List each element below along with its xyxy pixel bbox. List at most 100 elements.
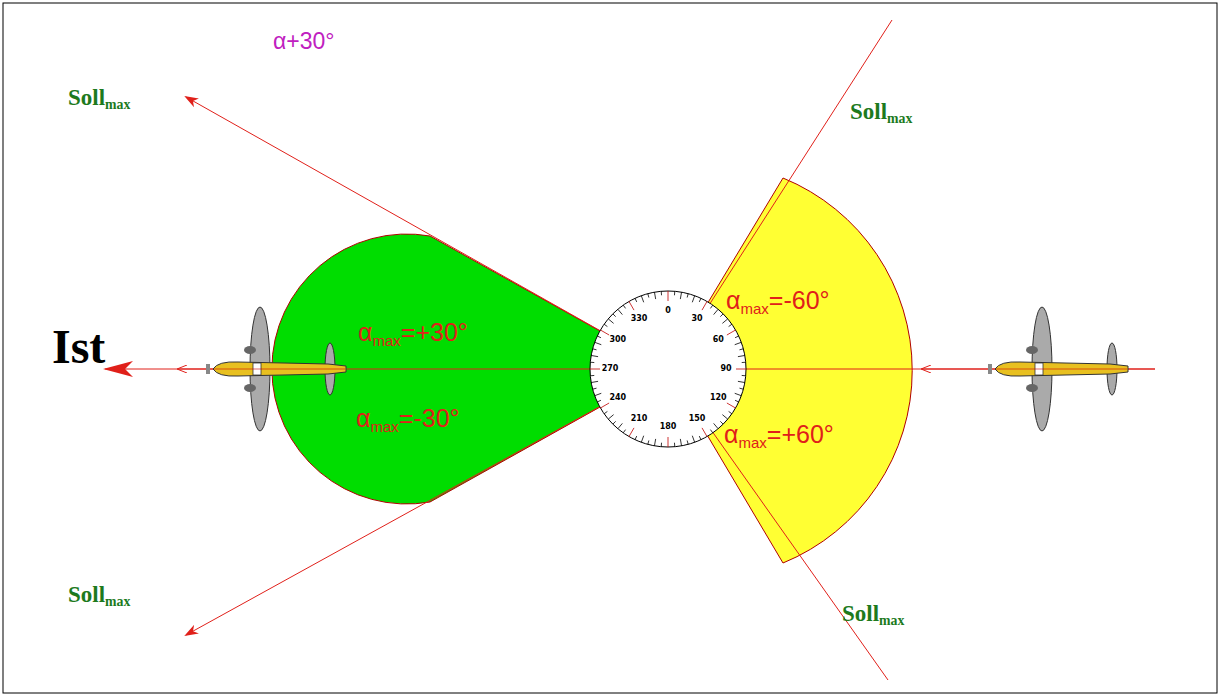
compass-tick — [674, 291, 675, 295]
alpha-max-label: αmax=+30° — [358, 320, 468, 348]
compass-tick — [661, 443, 662, 447]
compass-tick — [604, 411, 607, 413]
label-text: 150 — [689, 414, 706, 423]
compass-number: 30 — [691, 315, 702, 323]
label-text: 210 — [631, 414, 648, 423]
compass-tick — [729, 324, 732, 326]
compass-tick — [608, 415, 613, 419]
compass-tick — [648, 294, 649, 298]
compass-tick — [595, 342, 602, 344]
compass-tick — [654, 439, 655, 446]
label-text: 300 — [609, 335, 626, 344]
compass-tick — [600, 330, 609, 335]
compass-tick — [654, 292, 655, 299]
compass-tick — [702, 428, 707, 437]
compass-tick — [687, 440, 688, 444]
subscript: max — [879, 613, 904, 628]
compass-tick — [699, 436, 701, 440]
compass-tick — [591, 381, 598, 382]
compass-tick — [742, 362, 746, 363]
compass-tick — [736, 369, 746, 370]
label-text: =+30° — [401, 318, 468, 346]
compass-tick — [595, 393, 602, 395]
compass-number: 300 — [609, 336, 626, 344]
soll-max-label: Sollmax — [68, 583, 130, 609]
compass-tick — [597, 336, 601, 338]
compass-number: 150 — [689, 415, 706, 423]
soll-line — [668, 369, 888, 680]
compass-tick — [641, 296, 643, 303]
label-text: =-30° — [399, 404, 460, 432]
label-text: α — [726, 286, 740, 314]
ist-label: Ist — [52, 323, 105, 371]
subscript: max — [105, 594, 130, 609]
compass-tick — [727, 330, 736, 335]
compass-tick — [687, 294, 688, 298]
compass-tick — [641, 436, 643, 443]
compass-number: 330 — [631, 315, 648, 323]
angle-note: α+30° — [273, 30, 335, 53]
compass-number: 210 — [631, 415, 648, 423]
compass-tick — [613, 314, 616, 317]
compass-tick — [735, 393, 742, 395]
label-text: Soll — [68, 582, 105, 607]
label-text: =+60° — [767, 420, 834, 448]
compass-tick — [714, 423, 718, 428]
subscript: max — [105, 97, 130, 112]
label-text: 30 — [691, 314, 702, 323]
label-text: 240 — [609, 393, 626, 402]
compass-tick — [735, 336, 739, 338]
compass-tick — [702, 301, 707, 310]
subscript: max — [887, 111, 912, 126]
compass-tick — [635, 436, 637, 440]
compass-tick — [618, 423, 622, 428]
compass-tick — [729, 411, 732, 413]
compass-tick — [635, 298, 637, 302]
compass-number: 120 — [710, 394, 727, 402]
compass-tick — [608, 319, 613, 323]
subscript: max — [740, 300, 768, 317]
compass-tick — [722, 415, 727, 419]
compass-tick — [648, 440, 649, 444]
compass-tick — [720, 421, 723, 424]
compass-number: 0 — [665, 307, 671, 315]
compass-tick — [604, 324, 607, 326]
compass-tick — [710, 305, 712, 308]
compass-tick — [692, 296, 694, 303]
compass-tick — [680, 292, 681, 299]
compass-number: 90 — [720, 365, 731, 373]
compass-tick — [623, 430, 625, 433]
compass-tick — [668, 291, 669, 301]
compass-tick — [699, 298, 701, 302]
compass-tick — [735, 342, 742, 344]
compass-tick — [674, 443, 675, 447]
label-text: α+30° — [273, 28, 335, 54]
alpha-max-label: αmax=+60° — [724, 422, 834, 450]
compass-tick — [590, 369, 600, 370]
soll-max-label: Sollmax — [850, 100, 912, 126]
compass-tick — [710, 430, 712, 433]
label-text: Soll — [68, 85, 105, 110]
compass-tick — [623, 305, 625, 308]
compass-tick — [629, 428, 634, 437]
soll-line — [668, 20, 892, 369]
subscript: max — [738, 434, 766, 451]
compass-tick — [720, 314, 723, 317]
airplane — [988, 307, 1128, 431]
label-text: α — [358, 318, 372, 346]
compass-tick — [590, 375, 594, 376]
compass-tick — [600, 403, 609, 408]
compass-tick — [618, 309, 622, 314]
label-text: 60 — [713, 335, 724, 344]
label-text: Soll — [842, 601, 879, 626]
airplane — [206, 307, 346, 431]
frame — [3, 3, 1217, 693]
compass-tick — [590, 362, 594, 363]
label-text: 180 — [660, 422, 677, 431]
compass-tick — [722, 319, 727, 323]
compass-tick — [738, 381, 745, 382]
subscript: max — [372, 332, 400, 349]
label-text: 90 — [720, 364, 731, 373]
label-text: 120 — [710, 393, 727, 402]
